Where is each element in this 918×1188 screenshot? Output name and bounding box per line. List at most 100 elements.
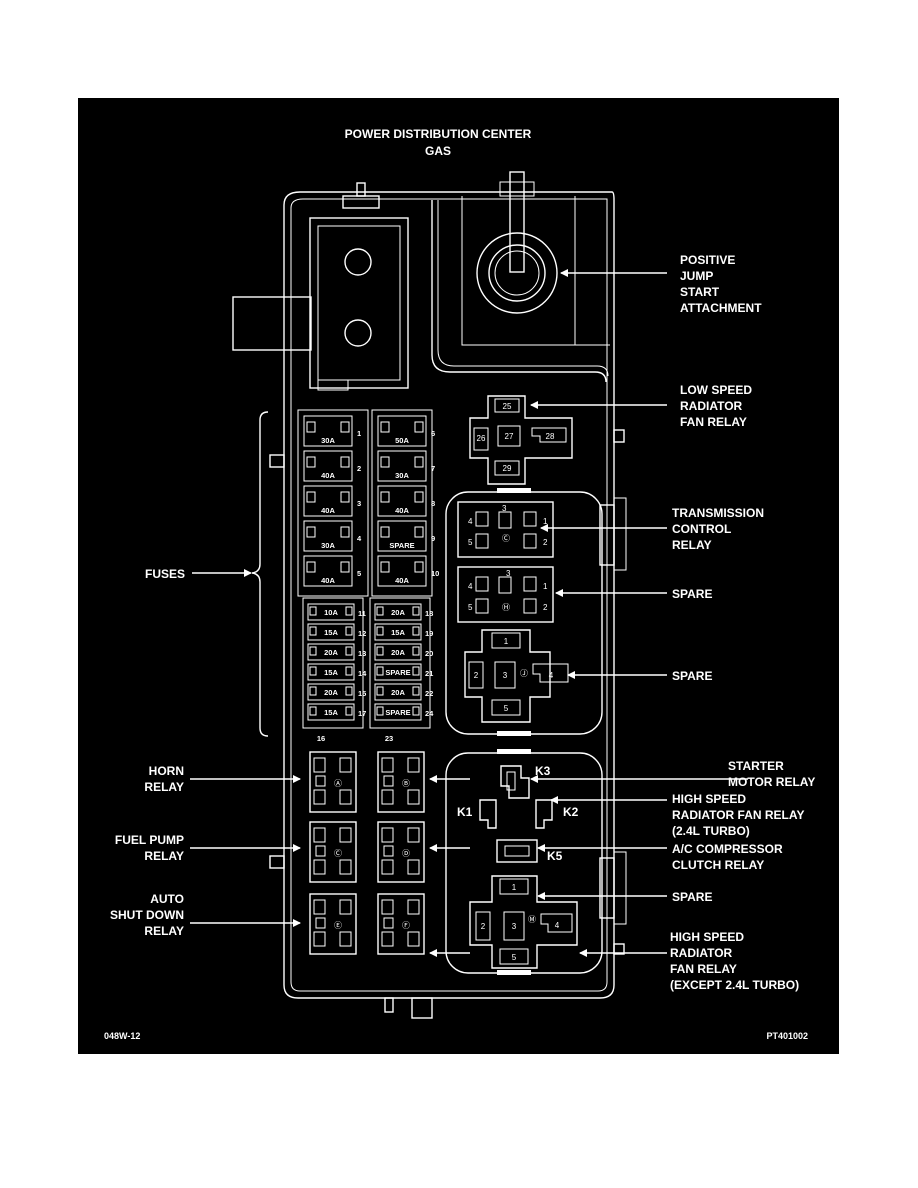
mini-fuse-14: 15A 14 [307,663,367,681]
mini-fuse-19: 15A 19 [374,623,433,641]
title-line-2: GAS [425,144,451,158]
fuse-rating: 15A [324,628,338,637]
fuse-number: 14 [358,669,367,678]
fuse-number: 19 [425,629,433,638]
pin-26: 26 [477,434,486,443]
svg-text:RADIATOR: RADIATOR [670,946,733,960]
fuse-rating: 15A [391,628,405,637]
tc-pin-2: 2 [543,538,548,547]
svg-text:LOW SPEED: LOW SPEED [680,383,752,397]
tc-pin-4: 4 [468,517,473,526]
h-letter: Ⓗ [502,603,510,612]
svg-text:HIGH SPEED: HIGH SPEED [670,930,744,944]
svg-text:RELAY: RELAY [144,924,184,938]
svg-text:FAN RELAY: FAN RELAY [670,962,737,976]
h-pin-3: 3 [506,569,511,578]
svg-text:TRANSMISSION: TRANSMISSION [672,506,764,520]
fuse-rating: 20A [391,648,405,657]
k3-label: K3 [535,764,551,778]
maxi-fuse-10: 40A 10 [377,555,439,587]
fuse-number: 10 [431,569,439,578]
h-pin-4: 4 [468,582,473,591]
callout-arrows [190,269,748,957]
svg-text:HORN: HORN [149,764,184,778]
callout-positive-jump: POSITIVE JUMP START ATTACHMENT [680,253,762,315]
svg-text:(EXCEPT 2.4L TURBO): (EXCEPT 2.4L TURBO) [670,978,799,992]
callout-spare-m: SPARE [672,890,712,904]
callout-transmission-relay: TRANSMISSION CONTROL RELAY [672,506,764,552]
fuse-number: 13 [358,649,366,658]
j-pin-4: 4 [549,671,554,680]
callout-high-speed-turbo: HIGH SPEED RADIATOR FAN RELAY (2.4L TURB… [672,792,804,838]
fuse-number: 18 [425,609,433,618]
relay-letter: Ⓕ [402,921,410,930]
fuse-rating: 30A [321,436,335,445]
title-line-1: POWER DISTRIBUTION CENTER [345,127,532,141]
m-pin-2: 2 [481,922,486,931]
fuse-number: 8 [431,499,435,508]
h-pin-1: 1 [543,582,548,591]
relay-letter: Ⓓ [402,849,410,858]
svg-text:FUEL PUMP: FUEL PUMP [115,833,184,847]
fuse-number: 17 [358,709,366,718]
maxi-fuse-6: 50A 6 [377,415,435,447]
tc-pin-1: 1 [543,517,548,526]
fuse-rating: 40A [321,471,335,480]
fuse-rating: 20A [391,688,405,697]
k5-label: K5 [547,849,563,863]
fuse-rating: 15A [324,668,338,677]
callout-fuses: FUSES [145,567,185,581]
upper-relay-enclosure [445,488,627,736]
low-speed-fan-relay: 25 26 27 28 29 [469,395,573,485]
callout-high-speed-except: HIGH SPEED RADIATOR FAN RELAY (EXCEPT 2.… [670,930,799,992]
callout-fuel-pump-relay: FUEL PUMP RELAY [115,833,184,863]
j-pin-2: 2 [474,671,479,680]
fuse-number: 4 [357,534,362,543]
spare-relay-h: 4 5 1 2 3 Ⓗ [457,566,554,623]
svg-text:HIGH SPEED: HIGH SPEED [672,792,746,806]
fuse-rating: SPARE [389,541,414,550]
svg-text:CLUTCH RELAY: CLUTCH RELAY [672,858,764,872]
m-letter: Ⓜ [528,915,536,924]
svg-text:MOTOR RELAY: MOTOR RELAY [728,775,815,789]
fuse-rating: 40A [321,506,335,515]
fuse-number: 2 [357,464,361,473]
svg-text:RADIATOR: RADIATOR [680,399,743,413]
main-connector-block [232,217,409,391]
maxi-fuse-group: 30A140A240A330A440A550A630A740A8SPARE940… [303,415,439,587]
maxi-fuse-9: SPARE 9 [377,520,435,552]
fuse-rating: 40A [395,576,409,585]
fuse-number: 24 [425,709,434,718]
m-pin-1: 1 [512,883,517,892]
spare-relay-j: 1 2 3 Ⓙ 4 5 [464,629,569,723]
fuse-number: 11 [358,609,366,618]
fuse-rating: 20A [391,608,405,617]
fuse-number: 5 [357,569,361,578]
m-pin-4: 4 [555,921,560,930]
fuses-bracket [251,411,269,737]
fuse-rating: 50A [395,436,409,445]
pin-28: 28 [546,432,555,441]
fuse-number: 9 [431,534,435,543]
m-pin-5: 5 [512,953,517,962]
svg-text:SHUT DOWN: SHUT DOWN [110,908,184,922]
svg-text:SPARE: SPARE [672,890,712,904]
callout-ac-clutch-relay: A/C COMPRESSOR CLUTCH RELAY [672,842,783,872]
fuse-rating: 10A [324,608,338,617]
fuse-rating: 20A [324,688,338,697]
svg-text:(2.4L TURBO): (2.4L TURBO) [672,824,750,838]
relay-letter: Ⓔ [334,921,342,930]
relay-f: Ⓕ [377,893,425,955]
maxi-fuse-area [297,409,433,597]
relay-letter: Ⓑ [402,779,410,788]
fuse-number: 6 [431,429,435,438]
relay-e: Ⓔ [309,893,357,955]
